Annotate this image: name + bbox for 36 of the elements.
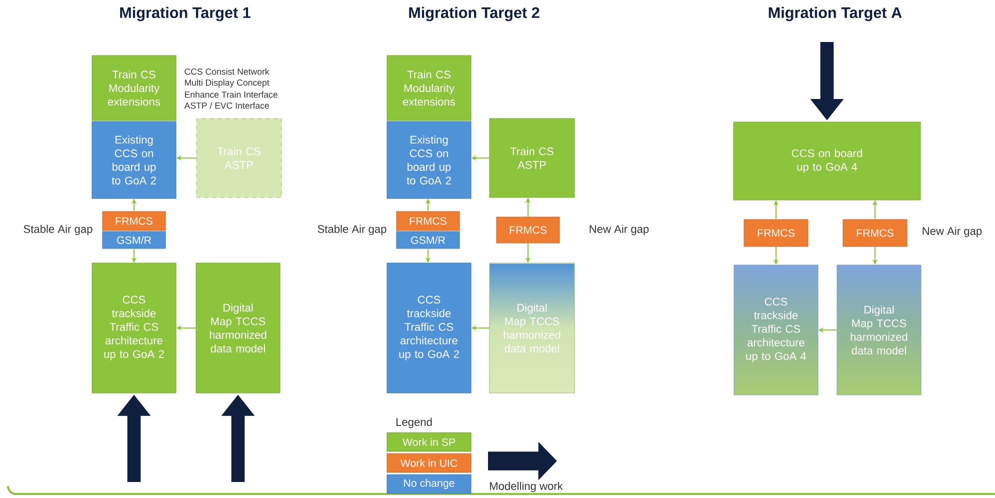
panel-title: Migration Target 1: [120, 6, 250, 22]
air-gap-label: Stable Air gap: [318, 224, 386, 236]
panel-title: Migration Target 2: [409, 6, 540, 22]
interface-box: FRMCS: [496, 216, 560, 244]
interface-box: GSM/R: [396, 231, 460, 249]
process-box: Train CS ASTP: [196, 118, 282, 198]
interface-box: FRMCS: [102, 211, 166, 231]
process-box: Digital Map TCCS harmonized data model: [196, 262, 280, 394]
legend-item: No change: [386, 474, 472, 494]
process-box: Digital Map TCCS harmonized data model: [489, 262, 575, 394]
air-gap-label: New Air gap: [922, 226, 982, 238]
process-box: CCS on board up to GoA 4: [733, 122, 921, 200]
panel-title: Migration Target A: [768, 6, 902, 22]
legend-text: Modelling work: [490, 482, 563, 492]
legend-item: Work in SP: [386, 432, 472, 452]
legend-title: Legend: [396, 418, 432, 428]
process-box: Train CS Modularity extensions: [386, 55, 472, 121]
legend-item: Work in UIC: [386, 453, 472, 473]
process-box: Train CS Modularity extensions: [92, 55, 176, 121]
process-box: CCS trackside Traffic CS architecture up to GoA 2: [386, 262, 472, 394]
interface-box: FRMCS: [842, 219, 908, 247]
process-box: CCS trackside Traffic CS architecture up to GoA 4: [734, 264, 818, 396]
air-gap-label: Stable Air gap: [24, 224, 92, 236]
side-note: ASTP / EVC Interface: [184, 102, 269, 109]
process-box: Train CS ASTP: [489, 118, 575, 198]
side-note: Enhance Train Interface: [185, 91, 278, 98]
process-box: Existing CCS on board up to GoA 2: [386, 121, 472, 199]
interface-box: FRMCS: [744, 219, 808, 247]
process-box: Existing CCS on board up to GoA 2: [92, 121, 176, 199]
side-note: CCS Consist Network: [184, 68, 270, 75]
process-box: Digital Map TCCS harmonized data model: [836, 264, 922, 396]
side-note: Multi Display Concept: [185, 79, 270, 88]
process-box: CCS trackside Traffic CS architecture up to GoA 2: [92, 262, 176, 394]
air-gap-label: New Air gap: [590, 224, 649, 236]
interface-box: FRMCS: [396, 211, 460, 231]
interface-box: GSM/R: [102, 231, 166, 249]
